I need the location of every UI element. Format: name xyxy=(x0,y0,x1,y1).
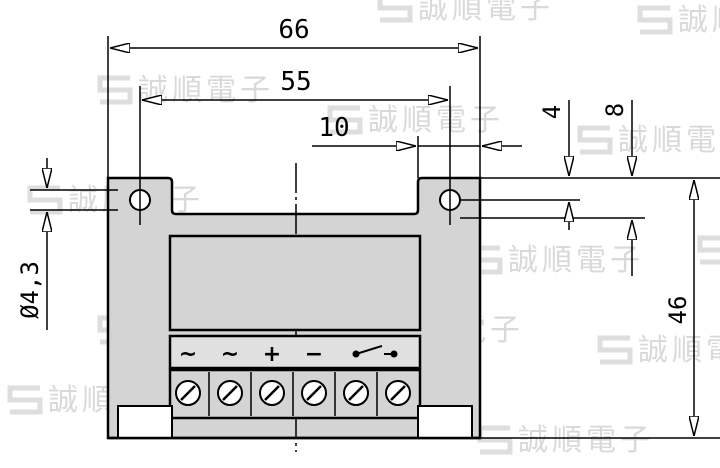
dim-top-offset-small-value: 4 xyxy=(538,105,566,119)
watermark-2: 誠順電子 xyxy=(637,3,720,38)
terminal-label-1: ~ xyxy=(179,342,197,367)
dim-overall-height-value: 46 xyxy=(664,296,692,325)
dim-edge-offset: 10 xyxy=(312,113,522,146)
watermark-text: 誠順電子 xyxy=(618,123,720,158)
watermark-4: 誠順電子 xyxy=(327,103,504,138)
watermark-3: 誠順電子 xyxy=(97,73,274,108)
terminal-screw-slot-5 xyxy=(348,385,364,401)
dim-overall-height: 46 xyxy=(664,180,694,436)
bottom-foot-right xyxy=(417,405,473,439)
dim-top-offset-small: 4 xyxy=(538,100,569,230)
watermark-12: 誠順電子 xyxy=(597,333,720,368)
s-logo-icon xyxy=(697,235,720,265)
terminal-label-2: ~ xyxy=(221,342,239,367)
terminal-screw-slot-2 xyxy=(222,385,238,401)
s-logo-icon xyxy=(577,125,613,155)
terminal-label-4: − xyxy=(305,342,323,367)
s-logo-icon xyxy=(327,105,363,135)
watermark-text: 誠順電子 xyxy=(418,0,554,26)
s-logo-icon xyxy=(97,75,133,105)
extension-lines xyxy=(30,36,720,439)
terminal-screw-slot-4 xyxy=(306,385,322,401)
module-body: ~ ~ + − xyxy=(106,163,482,452)
dim-hole-spacing-value: 55 xyxy=(280,67,311,97)
terminal-block xyxy=(168,368,422,420)
dim-top-offset-large-value: 8 xyxy=(601,103,629,117)
bottom-foot-left xyxy=(117,405,173,439)
dim-hole-spacing: 55 xyxy=(142,67,448,100)
watermark-5: 誠順電子 xyxy=(577,123,720,158)
dim-overall-width: 66 xyxy=(110,15,478,48)
dim-overall-width-value: 66 xyxy=(278,15,309,45)
dim-hole-diameter: Ø4,3 xyxy=(16,158,47,330)
s-logo-icon xyxy=(377,0,413,23)
dim-edge-offset-value: 10 xyxy=(318,113,349,143)
dim-top-offset-large: 8 xyxy=(601,100,632,276)
watermark-text: 誠順電子 xyxy=(678,3,720,38)
watermark-text: 誠順電子 xyxy=(138,73,274,108)
s-logo-icon xyxy=(477,425,513,455)
s-logo-icon xyxy=(27,185,63,215)
s-logo-icon xyxy=(7,385,43,415)
watermark-1: 誠順電子 xyxy=(377,0,554,26)
watermark-text: 誠順電子 xyxy=(368,103,504,138)
terminal-screw-slot-6 xyxy=(390,385,406,401)
watermark-15: 誠順電子 xyxy=(477,423,654,458)
terminal-screw-slot-3 xyxy=(264,385,280,401)
watermark-text: 誠順電子 xyxy=(638,333,720,368)
dim-hole-diameter-value: Ø4,3 xyxy=(16,261,44,319)
s-logo-icon xyxy=(597,335,633,365)
watermark-text: 誠順電子 xyxy=(518,423,654,458)
terminal-screws xyxy=(175,372,411,416)
watermark-text: 誠順電子 xyxy=(508,243,644,278)
terminal-label-strip xyxy=(168,334,422,370)
switch-icon xyxy=(352,345,398,358)
s-logo-icon xyxy=(637,5,673,35)
watermark-9: 誠順電子 xyxy=(697,235,720,265)
terminal-screw-slot-1 xyxy=(180,385,196,401)
watermark-8: 誠順電子 xyxy=(467,243,644,278)
terminal-label-3: + xyxy=(263,342,281,367)
display-window xyxy=(168,234,422,332)
